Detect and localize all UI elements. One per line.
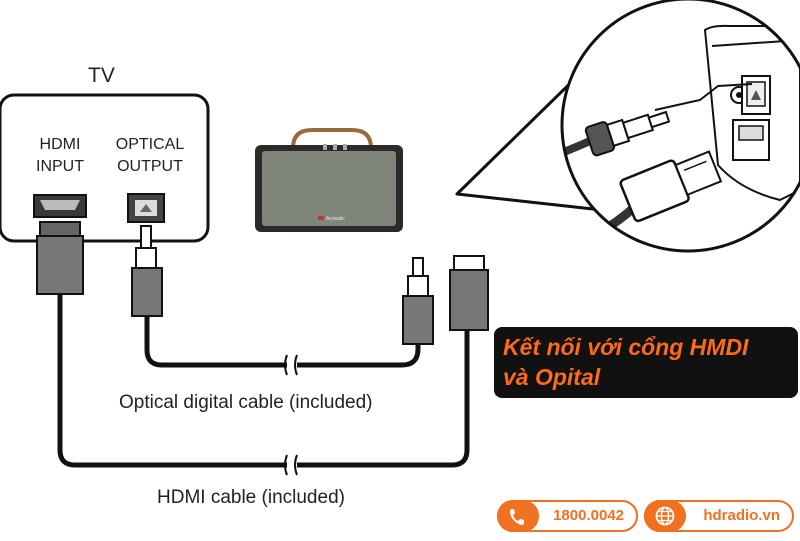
globe-icon [655,506,675,526]
optical-output-label-line1: OPTICAL [115,136,185,153]
optical-cable [144,316,421,368]
hdmi-input-label-line2: INPUT [36,158,84,175]
connection-callout: Kết nối với cổng HMDI và Opital [494,327,798,398]
tv-hdmi-plug [36,221,84,295]
cable-break-marks [284,354,298,476]
hdmi-cable-label: HDMI cable (included) [157,487,345,508]
website-pill[interactable]: hdradio.vn [644,500,794,532]
tv-optical-plug [131,225,163,317]
zoom-circle [560,0,800,253]
phone-icon-bg [497,500,539,532]
speaker-hdmi-plug [449,255,489,331]
tv-hdmi-port [33,194,87,218]
optical-output-label-line2: OUTPUT [117,158,183,175]
website-url: hdradio.vn [703,507,780,524]
speaker-optical-plug [402,257,434,345]
hdmi-input-label: HDMI INPUT [29,134,91,178]
phone-icon [510,509,524,525]
hdmi-cable [57,294,470,468]
tv-optical-port [127,193,165,223]
speaker-logo-text: Acoustic [326,216,345,222]
hdmi-input-label-line1: HDMI [39,136,81,153]
optical-cable-label: Optical digital cable (included) [119,392,373,413]
callout-line1: Kết nối với cổng HMDI [503,334,749,360]
phone-pill[interactable]: 1800.0042 [497,500,638,532]
speaker-image: Acoustic [255,128,403,232]
optical-output-label: OPTICAL OUTPUT [108,134,192,178]
tv-title: TV [88,64,115,87]
phone-number: 1800.0042 [553,507,624,524]
globe-icon-bg [644,500,686,532]
callout-line2: và Opital [503,364,601,390]
